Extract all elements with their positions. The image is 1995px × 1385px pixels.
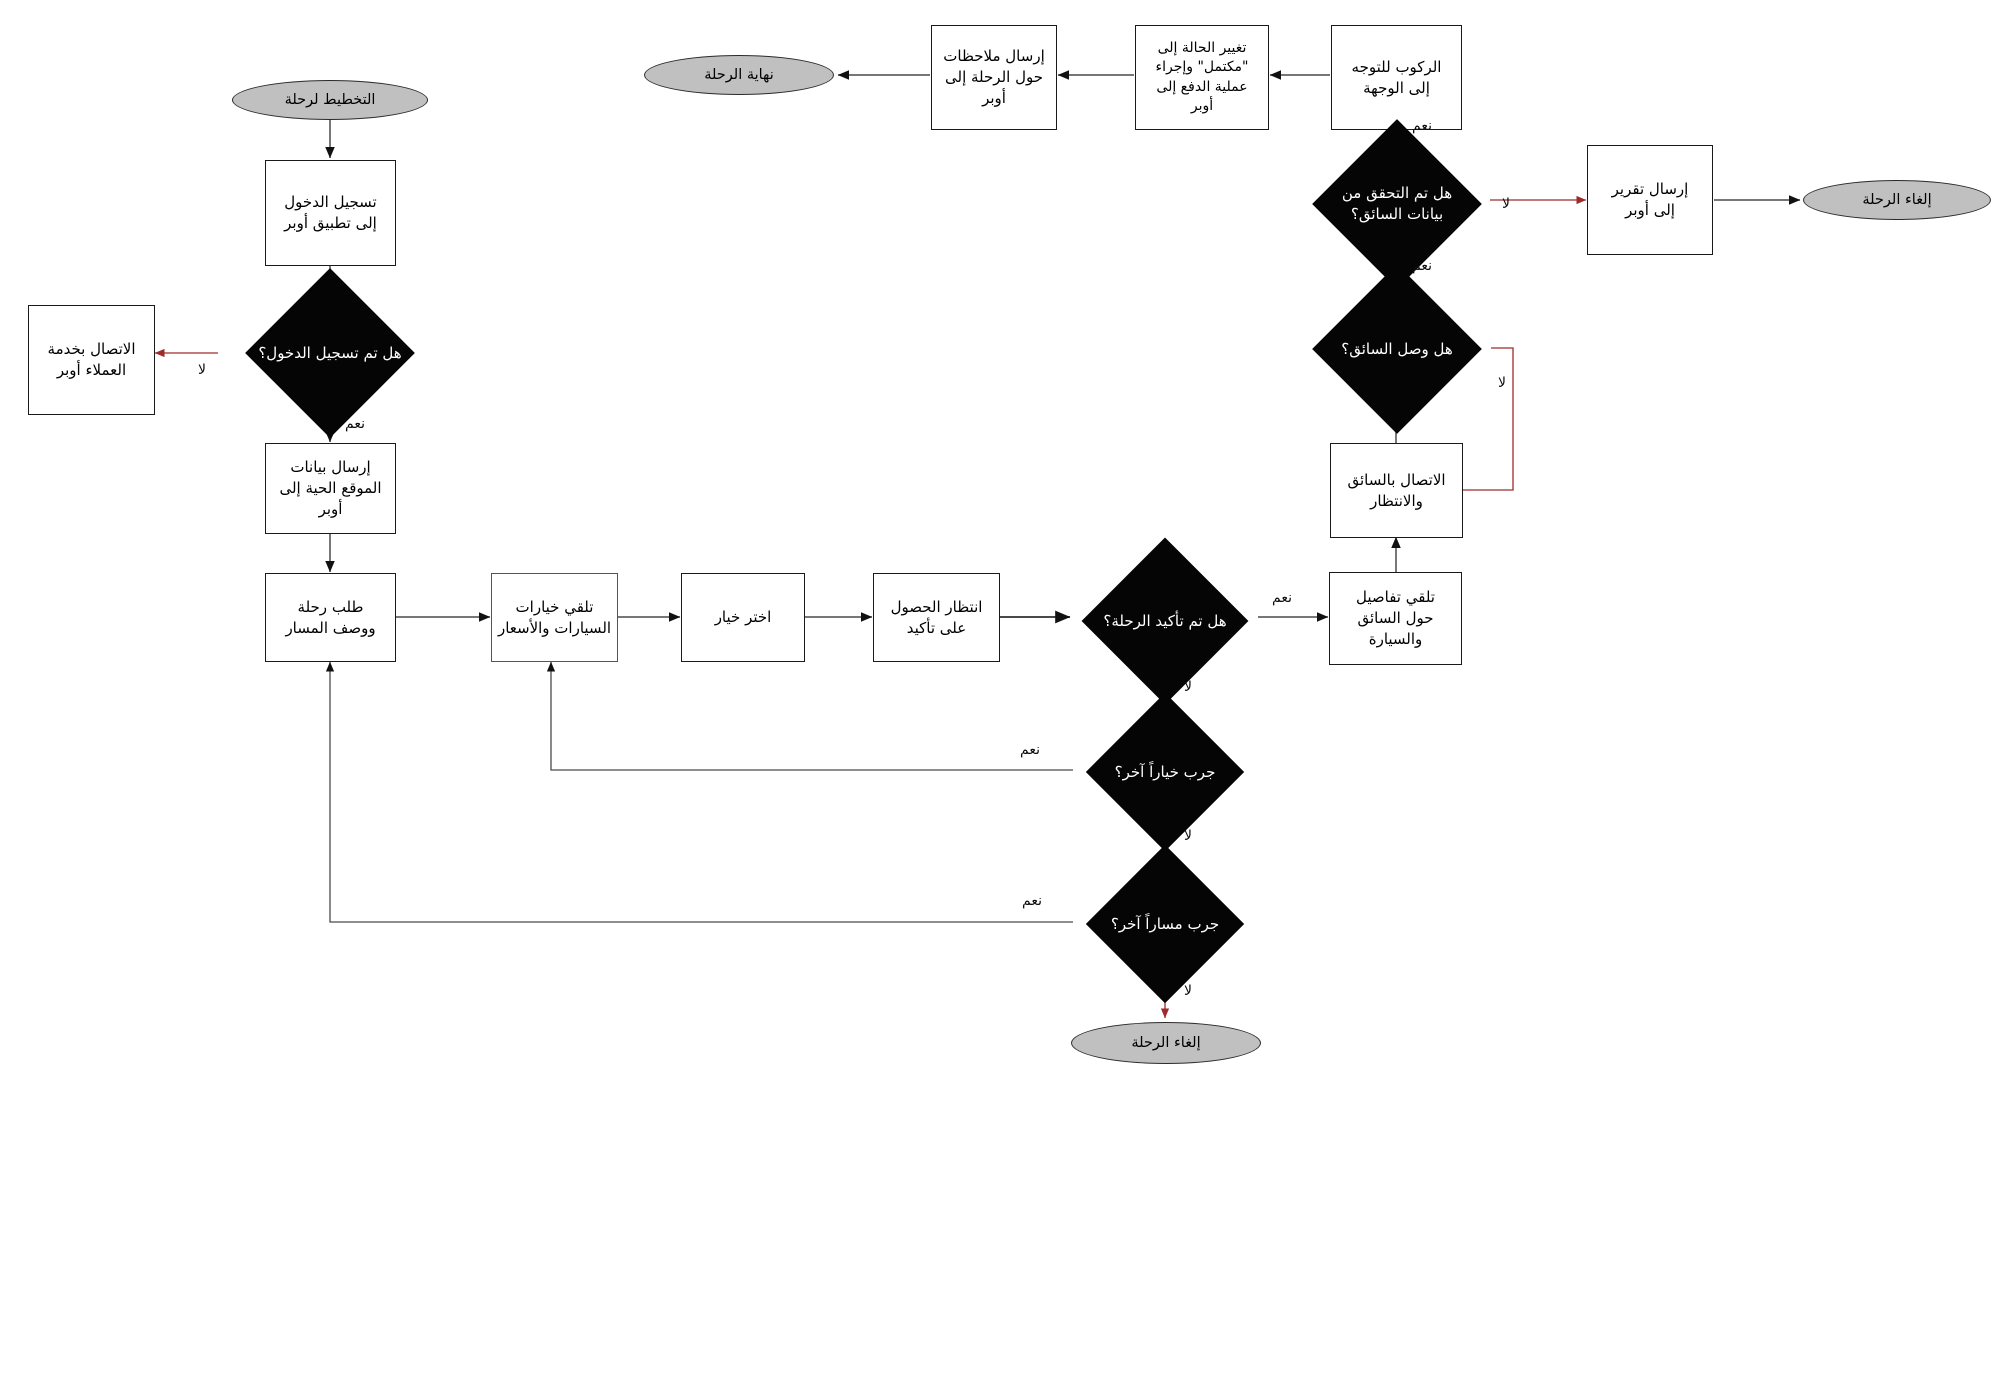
node-label: إرسال ملاحظات حول الرحلة إلى أوبر: [943, 47, 1045, 107]
node-label: اختر خيار: [714, 608, 772, 627]
edge-label-another-route-no: لا: [1184, 983, 1192, 999]
terminator-end-trip: نهاية الرحلة: [644, 55, 834, 95]
terminator-start-plan-trip: التخطيط لرحلة: [232, 80, 428, 120]
process-send-trip-feedback: إرسال ملاحظات حول الرحلة إلى أوبر: [931, 25, 1057, 130]
node-label: نهاية الرحلة: [704, 67, 774, 83]
node-label: هل تم تسجيل الدخول؟: [258, 343, 402, 362]
node-label: تلقي خيارات السيارات والأسعار: [497, 597, 612, 637]
edge-label-another-option-yes: نعم: [1020, 742, 1040, 758]
node-label: إرسال بيانات الموقع الحية إلى أوبر: [279, 458, 382, 518]
edge-label-another-route-yes: نعم: [1022, 893, 1042, 909]
edge-label-driver-verified-yes: نعم: [1412, 118, 1432, 134]
edge-label-another-option-no: لا: [1184, 828, 1192, 844]
terminator-cancel-trip-bottom: إلغاء الرحلة: [1071, 1022, 1261, 1064]
process-send-report-uber: إرسال تقرير إلى أوبر: [1587, 145, 1713, 255]
process-call-driver-wait: الاتصال بالسائق والانتظار: [1330, 443, 1463, 538]
process-ride-to-destination: الركوب للتوجه إلى الوجهة: [1331, 25, 1462, 130]
node-label: إلغاء الرحلة: [1862, 192, 1932, 208]
node-label: جرب مساراً آخر؟: [1110, 914, 1220, 933]
node-label: تلقي تفاصيل حول السائق والسيارة: [1356, 588, 1435, 648]
edge-label-driver-verified-no: لا: [1502, 196, 1510, 212]
node-label: هل تم التحقق من بيانات السائق؟: [1341, 184, 1453, 223]
edge-label-login-no: لا: [198, 362, 206, 378]
decision-is-trip-confirmed: هل تم تأكيد الرحلة؟: [1071, 537, 1259, 705]
terminator-cancel-trip-right: إلغاء الرحلة: [1803, 180, 1991, 220]
node-label: طلب رحلة ووصف المسار: [285, 597, 376, 637]
node-label: التخطيط لرحلة: [284, 92, 376, 108]
decision-try-another-route: جرب مساراً آخر؟: [1073, 844, 1257, 1004]
edge-label-driver-arrived-yes: نعم: [1412, 258, 1432, 274]
node-label: هل تم تأكيد الرحلة؟: [1103, 611, 1227, 630]
decision-is-driver-verified: هل تم التحقق من بيانات السائق؟: [1302, 119, 1492, 289]
node-label: الركوب للتوجه إلى الوجهة: [1351, 57, 1442, 97]
node-label: هل وصل السائق؟: [1341, 339, 1453, 358]
node-label: جرب خياراً آخر؟: [1114, 762, 1216, 781]
edge-label-confirm-no: لا: [1184, 679, 1192, 695]
node-label: تسجيل الدخول إلى تطبيق أوبر: [284, 193, 377, 232]
node-label: تغيير الحالة إلى "مكتمل" وإجراء عملية ال…: [1155, 39, 1249, 114]
process-receive-car-options: تلقي خيارات السيارات والأسعار: [491, 573, 618, 662]
decision-has-driver-arrived: هل وصل السائق؟: [1302, 264, 1492, 434]
process-request-ride: طلب رحلة ووصف المسار: [265, 573, 396, 662]
process-choose-option: اختر خيار: [681, 573, 805, 662]
process-send-live-location: إرسال بيانات الموقع الحية إلى أوبر: [265, 443, 396, 534]
edge-label-login-yes: نعم: [345, 416, 365, 432]
edge-label-driver-arrived-no: لا: [1498, 375, 1506, 391]
process-contact-support: الاتصال بخدمة العملاء أوبر: [28, 305, 155, 415]
decision-is-logged-in: هل تم تسجيل الدخول؟: [218, 268, 442, 438]
process-login-uber-app: تسجيل الدخول إلى تطبيق أوبر: [265, 160, 396, 266]
node-label: إلغاء الرحلة: [1131, 1035, 1201, 1051]
process-change-status-pay: تغيير الحالة إلى "مكتمل" وإجراء عملية ال…: [1135, 25, 1269, 130]
decision-try-another-option: جرب خياراً آخر؟: [1073, 692, 1257, 852]
edge-label-confirm-yes: نعم: [1272, 590, 1292, 606]
node-label: الاتصال بخدمة العملاء أوبر: [47, 340, 136, 379]
process-receive-driver-details: تلقي تفاصيل حول السائق والسيارة: [1329, 572, 1462, 665]
node-label: الاتصال بالسائق والانتظار: [1347, 470, 1446, 510]
node-label: إرسال تقرير إلى أوبر: [1611, 180, 1689, 219]
node-label: انتظار الحصول على تأكيد: [890, 597, 983, 637]
process-wait-confirmation: انتظار الحصول على تأكيد: [873, 573, 1000, 662]
